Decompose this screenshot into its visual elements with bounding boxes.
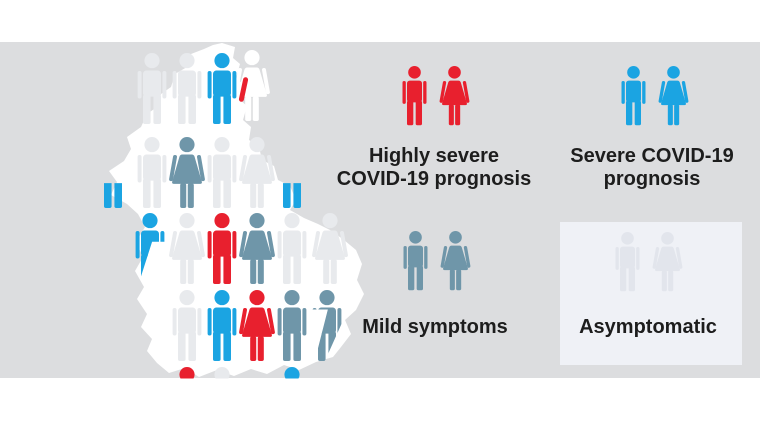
luxembourg-outline: [109, 43, 364, 377]
man-icon: [403, 231, 427, 291]
legend-icons-severe: [588, 66, 718, 126]
map-person-woman-asymptomatic: [309, 213, 351, 285]
legend-label-severe: Severe COVID-19 prognosis: [532, 145, 760, 191]
legend-line: Mild symptoms: [362, 316, 508, 338]
legend-icons-asymptomatic: [582, 232, 712, 292]
map-person-man-severe: [201, 53, 243, 125]
legend-line: Asymptomatic: [579, 316, 717, 338]
legend-icons-highly-severe: [369, 66, 499, 126]
legend-line: prognosis: [603, 168, 701, 190]
legend-label-highly-severe: Highly severe COVID-19 prognosis: [314, 145, 554, 191]
map-person-man-severe: [271, 367, 313, 379]
legend-label-mild: Mild symptoms: [315, 316, 555, 339]
man-icon: [615, 232, 639, 292]
woman-icon: [439, 231, 471, 291]
asymptomatic-box: [560, 222, 742, 365]
man-icon: [621, 66, 645, 126]
woman-icon: [657, 66, 689, 126]
woman-icon: [651, 232, 683, 292]
map-person-man-asymptomatic: [201, 367, 243, 379]
luxembourg-map: [109, 43, 364, 377]
map-person-man-asymptomatic: [271, 213, 313, 285]
legend-line: COVID-19 prognosis: [336, 168, 532, 190]
man-icon: [402, 66, 426, 126]
legend-line: Highly severe: [368, 145, 500, 167]
legend-label-asymptomatic: Asymptomatic: [528, 316, 760, 339]
woman-icon: [438, 66, 470, 126]
legend-line: Severe COVID-19: [570, 145, 734, 167]
legend-icons-mild: [370, 231, 500, 291]
